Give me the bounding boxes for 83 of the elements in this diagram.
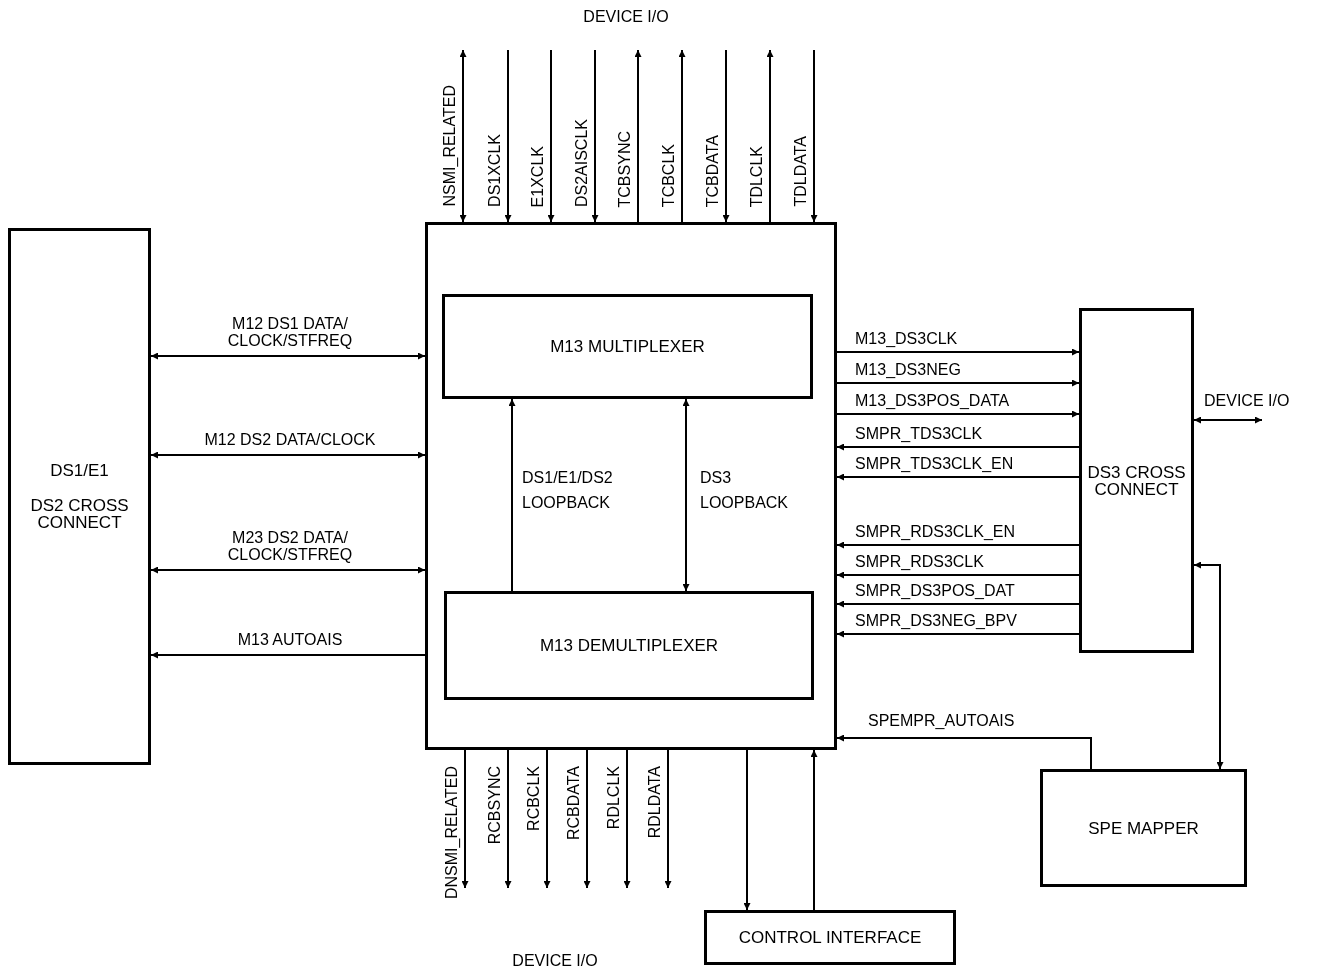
node-label: SPE MAPPER <box>1088 819 1199 837</box>
arrow <box>150 566 426 574</box>
arrow <box>504 749 512 889</box>
arrow <box>459 49 467 223</box>
edge-label: RCBDATA <box>566 766 583 841</box>
edge-label: DS3 LOOPBACK <box>700 468 790 513</box>
arrow <box>836 600 1080 608</box>
edge-label: DS1/E1/DS2 LOOPBACK <box>522 468 614 513</box>
edge-label: SMPR_RDS3CLK <box>855 554 984 571</box>
arrow <box>504 49 512 223</box>
node-label: M13 DEMULTIPLEXER <box>539 637 719 654</box>
process-box <box>1040 769 1247 887</box>
edge-label: RDLCLK <box>606 766 623 830</box>
arrow <box>810 49 818 223</box>
arrow <box>836 630 1080 638</box>
arrow <box>743 749 751 911</box>
arrow <box>150 352 426 360</box>
edge-label: M23 DS2 DATA/ CLOCK/STFREQ <box>226 530 354 564</box>
process-box <box>444 591 814 700</box>
arrow <box>634 49 642 223</box>
edge-label: TDLCLK <box>749 145 766 207</box>
arrow <box>836 541 1080 549</box>
node-label: DS3 CROSS CONNECT <box>1087 463 1186 498</box>
arrow <box>836 348 1080 356</box>
arrow <box>664 749 672 889</box>
process-box <box>442 294 813 399</box>
arrow <box>836 473 1080 481</box>
node-label: CONTROL INTERFACE <box>738 929 922 946</box>
node-label: M13 MULTIPLEXER <box>550 338 705 355</box>
edge-label: TDLDATA <box>793 136 810 207</box>
edge-label: TCBSYNC <box>617 130 634 207</box>
edge-label: DEVICE I/O <box>1204 393 1290 410</box>
arrow <box>810 749 818 911</box>
arrow <box>678 49 686 223</box>
process-box <box>8 228 151 765</box>
edge-label: M13 AUTOAIS <box>237 632 343 649</box>
edge-label: SMPR_TDS3CLK <box>855 426 983 443</box>
arrow <box>836 734 1092 770</box>
edge-label: TCBDATA <box>705 134 722 207</box>
arrow <box>722 49 730 223</box>
edge-label: M13_DS3CLK <box>855 331 958 348</box>
edge-label: DS1XCLK <box>487 134 504 207</box>
edge-label: M12 DS2 DATA/CLOCK <box>204 432 376 449</box>
arrow <box>1193 561 1224 770</box>
arrow <box>150 451 426 459</box>
node-label: DS1/E1 <box>50 462 109 479</box>
edge-label: E1XCLK <box>530 145 547 207</box>
edge-label: RCBSYNC <box>487 766 504 845</box>
edge-label: DS2AISCLK <box>574 118 591 207</box>
arrow <box>836 571 1080 579</box>
edge-label: SMPR_DS3NEG_BPV <box>855 613 1017 630</box>
arrow <box>508 398 516 592</box>
edge-label: SMPR_DS3POS_DAT <box>855 583 1015 600</box>
edge-label: M12 DS1 DATA/ CLOCK/STFREQ <box>226 316 354 350</box>
process-box <box>704 910 956 965</box>
edge-label: SMPR_TDS3CLK_EN <box>855 456 1014 473</box>
block-box <box>425 222 837 750</box>
io-label: DEVICE I/O <box>512 952 598 970</box>
arrow <box>836 410 1080 418</box>
edge-label: DNSMI_RELATED <box>444 766 461 900</box>
arrow <box>836 379 1080 387</box>
arrow <box>766 49 774 223</box>
arrow <box>682 398 690 592</box>
edge-label: NSMI_RELATED <box>442 85 459 207</box>
edge-label: SPEMPR_AUTOAIS <box>868 713 1015 730</box>
edge-label: M13_DS3POS_DATA <box>855 393 1010 410</box>
arrow <box>461 749 469 889</box>
edge-label: SMPR_RDS3CLK_EN <box>855 524 1016 541</box>
arrow <box>1193 416 1263 424</box>
arrow <box>150 651 426 659</box>
arrow <box>547 49 555 223</box>
arrow <box>623 749 631 889</box>
arrow <box>836 443 1080 451</box>
arrow <box>591 49 599 223</box>
edge-label: RDLDATA <box>647 766 664 839</box>
edge-label: TCBCLK <box>661 143 678 207</box>
arrow <box>583 749 591 889</box>
process-box <box>1079 308 1194 653</box>
edge-label: RCBCLK <box>526 766 543 831</box>
arrow <box>543 749 551 889</box>
io-label: DEVICE I/O <box>583 8 669 26</box>
edge-label: M13_DS3NEG <box>855 362 961 379</box>
node-label: DS2 CROSS CONNECT <box>29 497 130 531</box>
